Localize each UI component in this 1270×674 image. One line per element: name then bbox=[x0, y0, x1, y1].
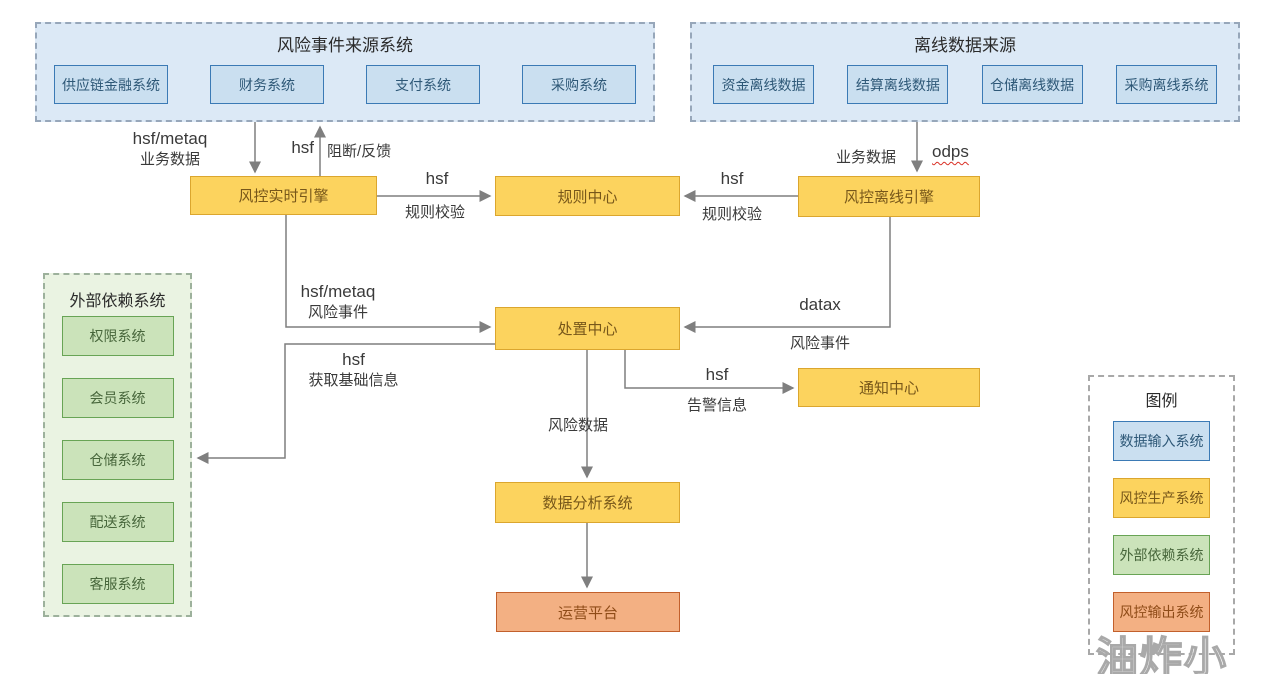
group-title: 风险事件来源系统 bbox=[277, 36, 413, 55]
group-title: 离线数据来源 bbox=[914, 36, 1016, 55]
offline-data-source-group: 离线数据来源 资金离线数据 结算离线数据 仓储离线数据 采购离线系统 bbox=[690, 22, 1240, 122]
edge-label-business-in: hsf/metaq 业务数据 bbox=[132, 129, 208, 169]
edge-label-block: 阻断/反馈 bbox=[327, 143, 392, 160]
node-offline-engine: 风控离线引擎 bbox=[798, 176, 980, 217]
external-system-node: 仓储系统 bbox=[61, 440, 174, 480]
edge-label-rule-check-rt-proto: hsf bbox=[425, 169, 449, 188]
edge-label-block-proto: hsf bbox=[291, 138, 314, 157]
node-rt-engine: 风控实时引擎 bbox=[190, 176, 377, 215]
edge-label-rule-check-offline-proto: hsf bbox=[720, 169, 744, 188]
node-ops-platform: 运营平台 bbox=[496, 592, 680, 632]
edge-label-odps: odps bbox=[932, 142, 969, 161]
arrow-offline-engine-to-disposal bbox=[683, 217, 891, 333]
source-systems-list: 供应链金融系统 财务系统 支付系统 采购系统 bbox=[37, 65, 653, 104]
source-system-node: 财务系统 bbox=[210, 65, 324, 104]
edge-label-get-basic: hsf 获取基础信息 bbox=[308, 350, 399, 390]
edge-label-alarm-proto: hsf bbox=[705, 365, 729, 384]
arrow-disposal-to-external bbox=[196, 343, 495, 464]
offline-data-list: 资金离线数据 结算离线数据 仓储离线数据 采购离线系统 bbox=[692, 65, 1238, 104]
offline-data-node: 资金离线数据 bbox=[713, 65, 814, 104]
source-system-node: 采购系统 bbox=[522, 65, 636, 104]
legend-list: 数据输入系统 风控生产系统 外部依赖系统 风控输出系统 bbox=[1090, 421, 1233, 632]
edge-label-offline-in: 业务数据 bbox=[836, 149, 897, 166]
external-dependency-group: 外部依赖系统 权限系统 会员系统 仓储系统 配送系统 客服系统 bbox=[43, 273, 192, 617]
edge-label-risk-event-rt: hsf/metaq 风险事件 bbox=[300, 282, 376, 322]
legend-item: 外部依赖系统 bbox=[1113, 535, 1210, 575]
edge-label-alarm: 告警信息 bbox=[687, 397, 748, 414]
legend-item: 风控输出系统 bbox=[1113, 592, 1210, 632]
edge-label-risk-data: 风险数据 bbox=[548, 417, 609, 434]
offline-data-node: 采购离线系统 bbox=[1115, 65, 1217, 104]
edge-label-risk-event-offline: 风险事件 bbox=[790, 335, 851, 352]
node-rule-center: 规则中心 bbox=[495, 176, 680, 216]
external-system-node: 会员系统 bbox=[61, 378, 174, 418]
edge-label-rule-check-rt: 规则校验 bbox=[405, 204, 466, 221]
legend-item: 风控生产系统 bbox=[1113, 478, 1210, 518]
group-title: 外部依赖系统 bbox=[69, 293, 166, 310]
arrow-rt-engine-to-disposal bbox=[285, 215, 492, 333]
legend-item: 数据输入系统 bbox=[1113, 421, 1210, 461]
source-system-node: 支付系统 bbox=[366, 65, 480, 104]
edge-label-rule-check-offline: 规则校验 bbox=[702, 206, 763, 223]
edge-label-datax: datax bbox=[799, 295, 841, 314]
node-data-analysis: 数据分析系统 bbox=[495, 482, 680, 523]
external-systems-list: 权限系统 会员系统 仓储系统 配送系统 客服系统 bbox=[45, 316, 190, 604]
external-system-node: 权限系统 bbox=[61, 316, 174, 356]
node-notify-center: 通知中心 bbox=[798, 368, 980, 407]
node-disposal-center: 处置中心 bbox=[495, 307, 680, 350]
offline-data-node: 结算离线数据 bbox=[847, 65, 949, 104]
risk-event-source-group: 风险事件来源系统 供应链金融系统 财务系统 支付系统 采购系统 bbox=[35, 22, 655, 122]
external-system-node: 配送系统 bbox=[61, 502, 174, 542]
watermark: 油炸小波 bbox=[1095, 633, 1229, 674]
offline-data-node: 仓储离线数据 bbox=[981, 65, 1083, 104]
external-system-node: 客服系统 bbox=[61, 564, 174, 604]
source-system-node: 供应链金融系统 bbox=[54, 65, 168, 104]
arrow-disposal-to-notify bbox=[624, 350, 795, 394]
legend-title: 图例 bbox=[1145, 393, 1178, 410]
legend: 图例 数据输入系统 风控生产系统 外部依赖系统 风控输出系统 bbox=[1088, 375, 1235, 655]
